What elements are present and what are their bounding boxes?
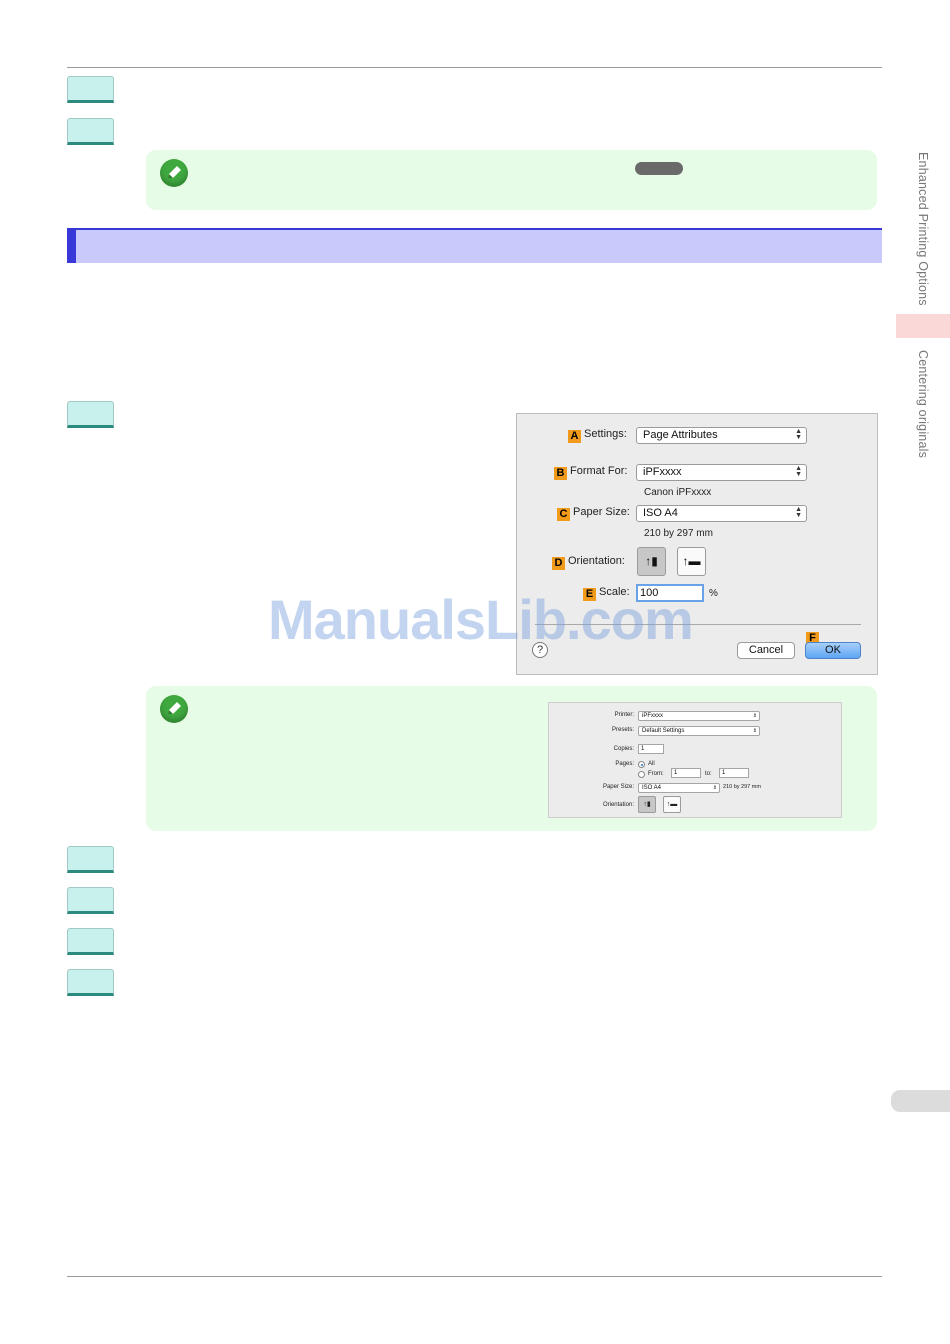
- step-marker: [67, 846, 114, 873]
- landscape-orientation-button[interactable]: ↑▬: [677, 547, 706, 576]
- sidebar-section-upper: Enhanced Printing Options: [916, 152, 930, 306]
- paper-size-subtext: 210 by 297 mm: [723, 784, 761, 790]
- landscape-icon: ↑▬: [666, 801, 678, 808]
- header-rule: [67, 67, 882, 68]
- note-pencil-icon: [160, 695, 188, 723]
- landscape-orientation-button[interactable]: ↑▬: [663, 796, 681, 813]
- landscape-icon: ↑▬: [682, 554, 701, 568]
- pages-label: Pages:: [615, 761, 634, 767]
- step-marker: [67, 401, 114, 428]
- popup-arrows-icon: ⇕: [752, 728, 757, 734]
- print-dialog-preview: Printer: iPFxxxx⇕ Presets: Default Setti…: [548, 702, 842, 818]
- paper-size-subtext: 210 by 297 mm: [644, 528, 713, 539]
- pages-all-radio[interactable]: [638, 761, 645, 768]
- callout-badge: C: [557, 508, 570, 521]
- copies-input[interactable]: 1: [638, 744, 664, 754]
- popup-arrows-icon: ⇕: [712, 785, 717, 791]
- portrait-icon: ↑▮: [643, 801, 651, 808]
- step-marker: [67, 118, 114, 145]
- pages-range-radio[interactable]: [638, 771, 645, 778]
- help-button[interactable]: ?: [532, 642, 548, 658]
- popup-arrows-icon: ⇕: [752, 713, 757, 719]
- step-marker: [67, 76, 114, 103]
- popup-arrows-icon: ▲▼: [795, 428, 802, 441]
- presets-label: Presets:: [611, 727, 634, 733]
- dialog-divider: [535, 624, 861, 625]
- footer-rule: [67, 1276, 882, 1277]
- key-pill: [635, 162, 683, 175]
- watermark: ManualsLib.com: [268, 588, 694, 651]
- callout-badge: E: [583, 588, 596, 601]
- callout-badge: A: [568, 430, 581, 443]
- callout-badge: B: [554, 467, 567, 480]
- sidebar-tab-active: [896, 314, 950, 338]
- scale-input[interactable]: 100: [636, 584, 704, 602]
- portrait-orientation-button[interactable]: ↑▮: [638, 796, 656, 813]
- note-pencil-icon: [160, 159, 188, 187]
- popup-arrows-icon: ▲▼: [795, 506, 802, 519]
- presets-popup[interactable]: Default Settings⇕: [638, 726, 760, 736]
- copies-label: Copies:: [613, 746, 634, 752]
- printer-popup[interactable]: iPFxxxx⇕: [638, 711, 760, 721]
- step-marker: [67, 887, 114, 914]
- orientation-label: Orientation:: [602, 802, 634, 808]
- pages-from-input[interactable]: 1: [671, 768, 701, 778]
- step-marker: [67, 928, 114, 955]
- step-marker: [67, 969, 114, 996]
- note-box: [146, 150, 877, 210]
- paper-size-label: Paper Size:: [602, 784, 634, 790]
- scale-unit: %: [709, 588, 718, 599]
- paper-size-popup[interactable]: ISO A4▲▼: [636, 505, 807, 522]
- portrait-orientation-button[interactable]: ↑▮: [637, 547, 666, 576]
- callout-badge: D: [552, 557, 565, 570]
- format-for-subtext: Canon iPFxxxx: [644, 487, 712, 498]
- sidebar-section-lower: Centering originals: [916, 350, 930, 459]
- pages-from-label: From:: [648, 771, 664, 777]
- format-for-popup[interactable]: iPFxxxx▲▼: [636, 464, 807, 481]
- section-header-bar: [67, 228, 882, 263]
- popup-arrows-icon: ▲▼: [795, 465, 802, 478]
- pages-to-input[interactable]: 1: [719, 768, 749, 778]
- ok-callout: F: [806, 626, 822, 645]
- pages-all-label: All: [648, 761, 655, 767]
- printer-label: Printer:: [614, 712, 634, 718]
- paper-size-popup[interactable]: ISO A4⇕: [638, 783, 720, 793]
- sidebar-tab: [891, 1090, 950, 1112]
- cancel-button[interactable]: Cancel: [737, 642, 795, 659]
- settings-popup[interactable]: Page Attributes▲▼: [636, 427, 807, 444]
- portrait-icon: ↑▮: [645, 554, 658, 568]
- callout-badge: F: [806, 632, 819, 645]
- ok-button[interactable]: OK: [805, 642, 861, 659]
- pages-to-label: to:: [705, 771, 712, 777]
